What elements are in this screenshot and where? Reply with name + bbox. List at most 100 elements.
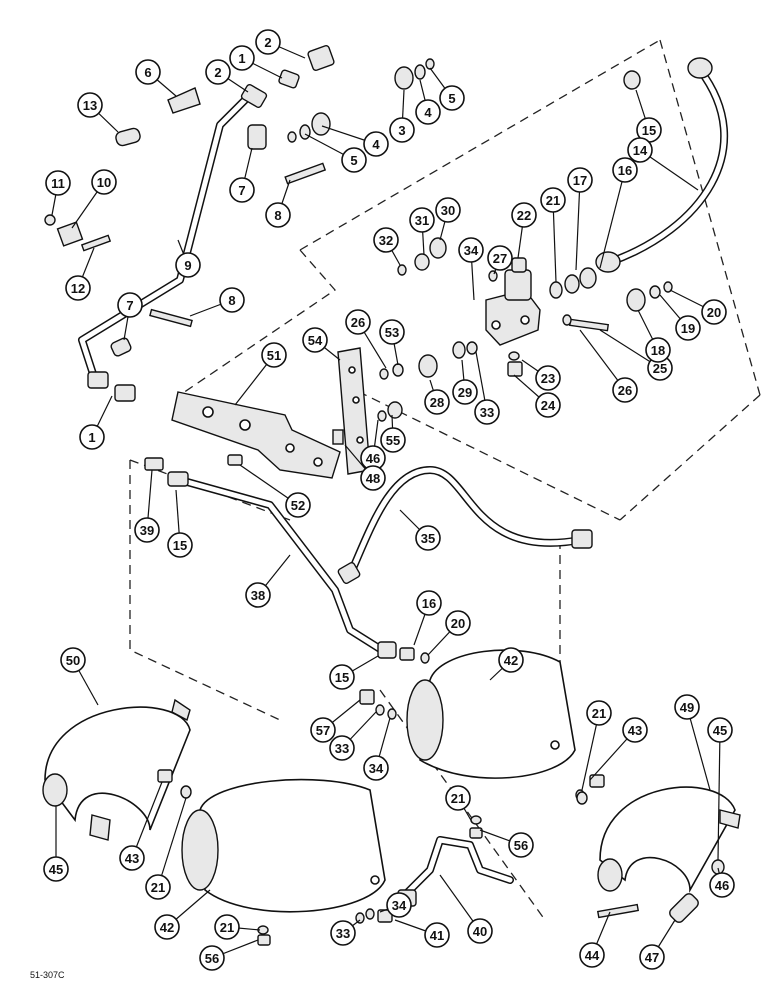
- callout-31: 31: [409, 207, 435, 233]
- callout-34: 34: [363, 755, 389, 781]
- callout-number: 13: [83, 98, 97, 113]
- valve-22: [377, 237, 673, 422]
- callout-35: 35: [415, 525, 441, 551]
- callout-number: 11: [51, 176, 65, 191]
- callout-number: 22: [517, 208, 531, 223]
- leader-line: [717, 729, 721, 861]
- callout-30: 30: [435, 197, 461, 223]
- leader-line: [157, 797, 187, 888]
- callout-number: 23: [541, 371, 555, 386]
- leader-line: [599, 169, 626, 269]
- callout-18: 18: [645, 337, 671, 363]
- callout-21: 21: [445, 785, 471, 811]
- callout-number: 8: [228, 293, 235, 308]
- assembly-boundary-lines: [129, 39, 761, 921]
- strap-50: [42, 698, 191, 841]
- callout-number: 17: [573, 173, 587, 188]
- leader-line: [552, 199, 557, 283]
- callout-9: 9: [175, 252, 201, 278]
- callout-28: 28: [424, 389, 450, 415]
- callout-number: 31: [415, 213, 429, 228]
- callout-number: 41: [430, 928, 444, 943]
- callout-39: 39: [134, 517, 160, 543]
- callout-number: 53: [385, 325, 399, 340]
- callout-number: 42: [504, 653, 518, 668]
- callout-6: 6: [135, 59, 161, 85]
- tank-42-upper: [359, 649, 576, 779]
- callout-15: 15: [167, 532, 193, 558]
- callout-number: 33: [336, 926, 350, 941]
- callout-number: 7: [238, 183, 245, 198]
- callout-56: 56: [508, 832, 534, 858]
- hose-35-pipe-38: [144, 457, 593, 664]
- callout-16: 16: [612, 157, 638, 183]
- callout-33: 33: [474, 399, 500, 425]
- callout-7: 7: [229, 177, 255, 203]
- callout-2: 2: [205, 59, 231, 85]
- callout-34: 34: [386, 892, 412, 918]
- callout-54: 54: [302, 327, 328, 353]
- callout-43: 43: [119, 845, 145, 871]
- callout-15: 15: [329, 664, 355, 690]
- callout-number: 4: [372, 137, 380, 152]
- callout-38: 38: [245, 582, 271, 608]
- callout-number: 25: [653, 361, 667, 376]
- callout-4: 4: [415, 99, 441, 125]
- callout-number: 39: [140, 523, 154, 538]
- callout-number: 21: [220, 920, 234, 935]
- callout-45: 45: [707, 717, 733, 743]
- callout-number: 33: [335, 741, 349, 756]
- callout-5: 5: [439, 85, 465, 111]
- callout-51: 51: [261, 342, 287, 368]
- strap-49: [575, 774, 741, 923]
- callout-26: 26: [345, 309, 371, 335]
- callout-1: 1: [229, 45, 255, 71]
- callout-55: 55: [380, 427, 406, 453]
- callout-52: 52: [285, 492, 311, 518]
- leader-line: [575, 179, 581, 271]
- callout-number: 5: [448, 91, 455, 106]
- callout-26: 26: [612, 377, 638, 403]
- callout-14: 14: [627, 137, 653, 163]
- callout-32: 32: [373, 227, 399, 253]
- callout-11: 11: [45, 170, 71, 196]
- pipe-9: [78, 96, 249, 384]
- callout-number: 40: [473, 924, 487, 939]
- callout-number: 6: [144, 65, 151, 80]
- callout-number: 1: [88, 430, 95, 445]
- callout-10: 10: [91, 169, 117, 195]
- callout-number: 32: [379, 233, 393, 248]
- callout-12: 12: [65, 275, 91, 301]
- callout-number: 2: [214, 65, 221, 80]
- callout-number: 57: [316, 723, 330, 738]
- callout-19: 19: [675, 315, 701, 341]
- callout-42: 42: [498, 647, 524, 673]
- callout-27: 27: [487, 245, 513, 271]
- callout-number: 16: [422, 596, 436, 611]
- callout-number: 48: [366, 471, 380, 486]
- callout-number: 43: [125, 851, 139, 866]
- callout-33: 33: [330, 920, 356, 946]
- leader-line: [581, 712, 600, 791]
- callout-number: 44: [585, 948, 600, 963]
- callout-number: 42: [160, 920, 174, 935]
- callout-41: 41: [424, 922, 450, 948]
- callout-2: 2: [255, 29, 281, 55]
- callout-13: 13: [77, 92, 103, 118]
- callout-number: 55: [386, 433, 400, 448]
- callout-5: 5: [341, 147, 367, 173]
- callout-number: 9: [184, 258, 191, 273]
- callout-number: 45: [713, 723, 727, 738]
- callout-number: 24: [541, 398, 556, 413]
- callout-number: 26: [618, 383, 632, 398]
- callout-number: 51: [267, 348, 281, 363]
- callout-21: 21: [586, 700, 612, 726]
- callout-number: 46: [366, 451, 380, 466]
- callout-20: 20: [701, 299, 727, 325]
- callout-46: 46: [709, 872, 735, 898]
- callout-number: 28: [430, 395, 444, 410]
- callout-number: 54: [308, 333, 323, 348]
- callout-number: 15: [642, 123, 656, 138]
